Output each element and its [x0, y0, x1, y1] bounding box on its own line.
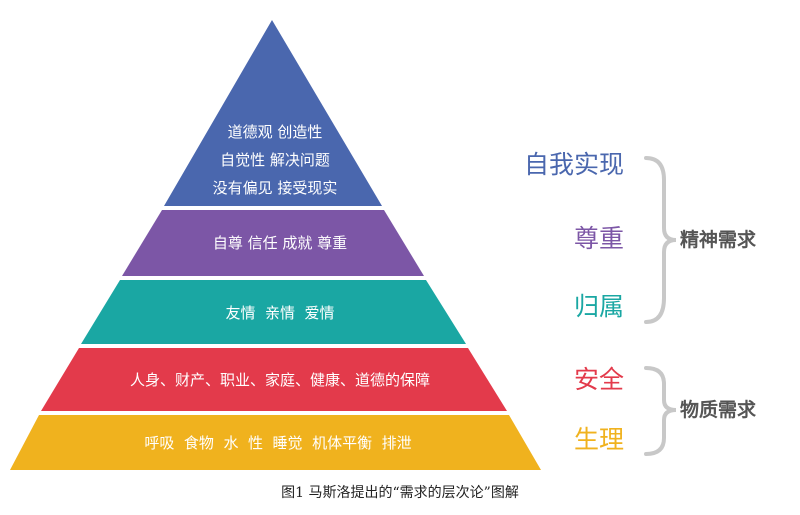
- tier-3-line-0: 人身、财产、职业、家庭、健康、道德的保障: [130, 371, 430, 389]
- spiritual-needs-label: 精神需求: [680, 229, 757, 251]
- material-needs-label: 物质需求: [680, 399, 757, 421]
- tier-2-line-0: 友情 亲情 爱情: [225, 304, 334, 322]
- pyramid-tier-esteem: [122, 210, 424, 276]
- pyramid-tier-physiological: [10, 415, 541, 470]
- tier-1-line-0: 自尊 信任 成就 尊重: [213, 234, 347, 252]
- tier-0-line-0: 道德观 创造性: [228, 123, 323, 141]
- level-label-belonging: 归属: [574, 292, 625, 321]
- tier-0-line-2: 没有偏见 接受现实: [213, 179, 338, 197]
- pyramid-tier-safety: [41, 348, 507, 411]
- level-label-self-actualization: 自我实现: [524, 150, 625, 179]
- material-needs-brace: [644, 366, 677, 456]
- spiritual-needs-brace: [644, 156, 677, 324]
- pyramid-tier-belonging: [81, 280, 466, 344]
- pyramid-tier-self-actualization: [164, 20, 382, 206]
- level-label-physiological: 生理: [574, 425, 625, 454]
- tier-4-line-0: 呼吸 食物 水 性 睡觉 机体平衡 排泄: [144, 434, 411, 452]
- figure-caption: 图1 马斯洛提出的“需求的层次论”图解: [281, 485, 519, 501]
- tier-0-line-1: 自觉性 解决问题: [220, 151, 330, 169]
- level-label-safety: 安全: [574, 365, 625, 394]
- level-label-esteem: 尊重: [574, 224, 625, 253]
